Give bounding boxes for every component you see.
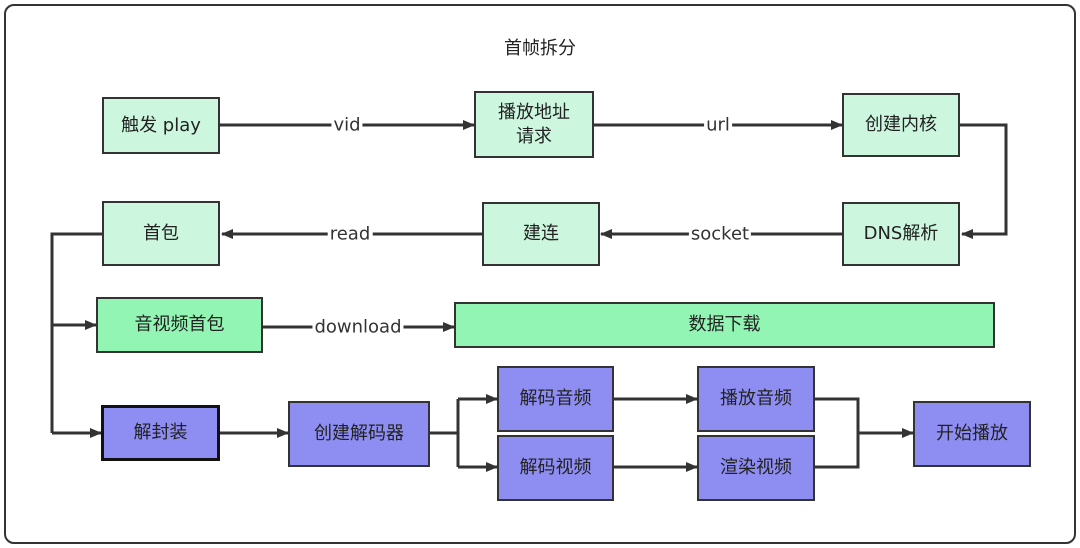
node-play-audio: 播放音频: [697, 366, 815, 432]
node-start-play: 开始播放: [913, 401, 1031, 467]
node-first-packet: 首包: [102, 201, 220, 266]
node-demux: 解封装: [101, 405, 220, 461]
diagram-title: 首帧拆分: [504, 38, 576, 59]
node-decode-audio: 解码音频: [497, 366, 614, 432]
edge-label-url: url: [704, 114, 732, 136]
edge-firstpacket-branch: [50, 232, 102, 433]
edge-label-read: read: [327, 223, 373, 245]
node-av-first-packet: 音视频首包: [96, 297, 263, 353]
node-create-kernel: 创建内核: [842, 93, 960, 157]
node-render-video: 渲染视频: [697, 435, 815, 501]
node-connect: 建连: [482, 202, 600, 266]
node-request-address: 播放地址 请求: [474, 91, 594, 158]
node-dns-parse: DNS解析: [842, 202, 960, 266]
edge-label-vid: vid: [331, 114, 363, 136]
node-trigger-play: 触发 play: [102, 97, 220, 154]
edge-decoder-split: [430, 399, 460, 467]
node-create-decoder: 创建解码器: [288, 401, 430, 467]
node-decode-video: 解码视频: [497, 435, 614, 501]
edge-merge-to-start: [815, 397, 913, 469]
edge-label-socket: socket: [688, 223, 752, 245]
edge-label-download: download: [312, 316, 404, 338]
node-data-download: 数据下载: [454, 302, 995, 348]
edge-kernel-to-dns: [960, 123, 1008, 239]
